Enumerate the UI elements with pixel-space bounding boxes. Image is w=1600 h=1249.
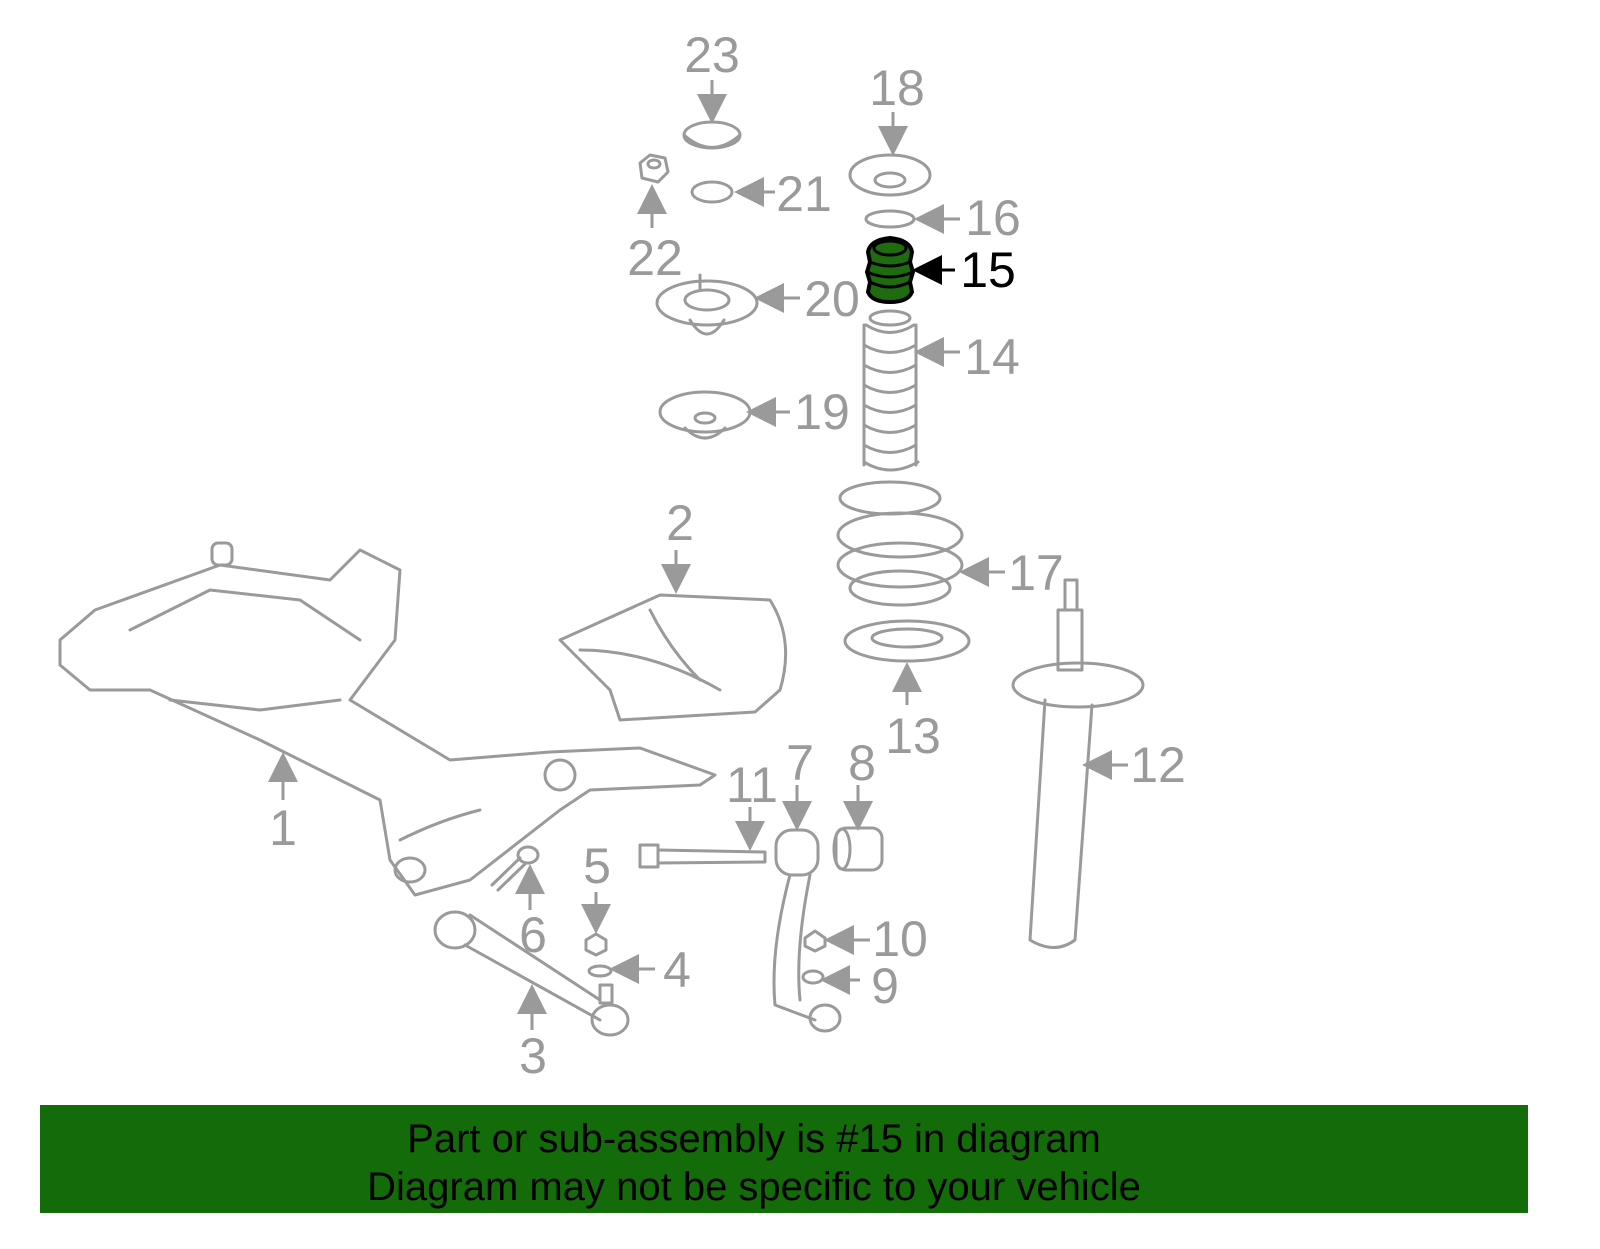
part-18-upper-seat[interactable]: [848, 153, 932, 197]
part-23-cap[interactable]: [682, 120, 742, 150]
label-23[interactable]: 23: [684, 27, 740, 83]
label-7[interactable]: 7: [786, 735, 814, 791]
part-3-control-arm[interactable]: [433, 910, 630, 1037]
label-16[interactable]: 16: [965, 190, 1021, 246]
label-3[interactable]: 3: [519, 1028, 547, 1084]
part-10-nut[interactable]: [803, 929, 827, 953]
label-8[interactable]: 8: [848, 735, 876, 791]
info-banner: Part or sub-assembly is #15 in diagram D…: [40, 1105, 1528, 1213]
label-10[interactable]: 10: [872, 911, 928, 967]
label-14[interactable]: 14: [964, 329, 1020, 385]
part-4-washer[interactable]: [587, 964, 613, 978]
part-9-washer[interactable]: [801, 969, 825, 985]
label-6[interactable]: 6: [519, 907, 547, 963]
part-21-ring[interactable]: [690, 180, 734, 204]
part-17-coil-spring[interactable]: [836, 480, 964, 607]
label-22[interactable]: 22: [627, 230, 683, 286]
label-2[interactable]: 2: [666, 495, 694, 551]
part-14-dust-boot[interactable]: [862, 309, 920, 472]
label-12[interactable]: 12: [1130, 737, 1186, 793]
part-2-splash-shield[interactable]: [558, 593, 788, 722]
part-5-nut[interactable]: [584, 932, 608, 957]
part-6-bolt[interactable]: [490, 845, 540, 892]
label-21[interactable]: 21: [776, 166, 832, 222]
part-19-spring-seat[interactable]: [658, 390, 752, 440]
part-1-subframe[interactable]: [58, 541, 717, 897]
part-13-spring-pad[interactable]: [843, 619, 971, 663]
label-11[interactable]: 11: [726, 757, 778, 813]
label-19[interactable]: 19: [794, 384, 850, 440]
part-15-bump-stop[interactable]: [864, 235, 916, 305]
part-12-strut-assembly[interactable]: [1011, 578, 1145, 949]
label-1[interactable]: 1: [269, 800, 297, 856]
part-16-washer[interactable]: [864, 209, 916, 229]
part-7-thrust-arm[interactable]: [772, 828, 842, 1033]
label-20[interactable]: 20: [804, 271, 860, 327]
part-11-long-bolt[interactable]: [638, 843, 767, 869]
label-18[interactable]: 18: [869, 60, 925, 116]
label-13[interactable]: 13: [885, 708, 941, 764]
label-9[interactable]: 9: [871, 958, 899, 1014]
label-15[interactable]: 15: [960, 242, 1016, 298]
label-4[interactable]: 4: [663, 942, 691, 998]
part-22-nut[interactable]: [638, 153, 670, 184]
banner-line-1: Part or sub-assembly is #15 in diagram: [407, 1117, 1101, 1161]
part-8-bushing[interactable]: [832, 826, 884, 872]
label-17[interactable]: 17: [1008, 545, 1064, 601]
label-5[interactable]: 5: [583, 838, 611, 894]
banner-line-2: Diagram may not be specific to your vehi…: [367, 1165, 1141, 1209]
